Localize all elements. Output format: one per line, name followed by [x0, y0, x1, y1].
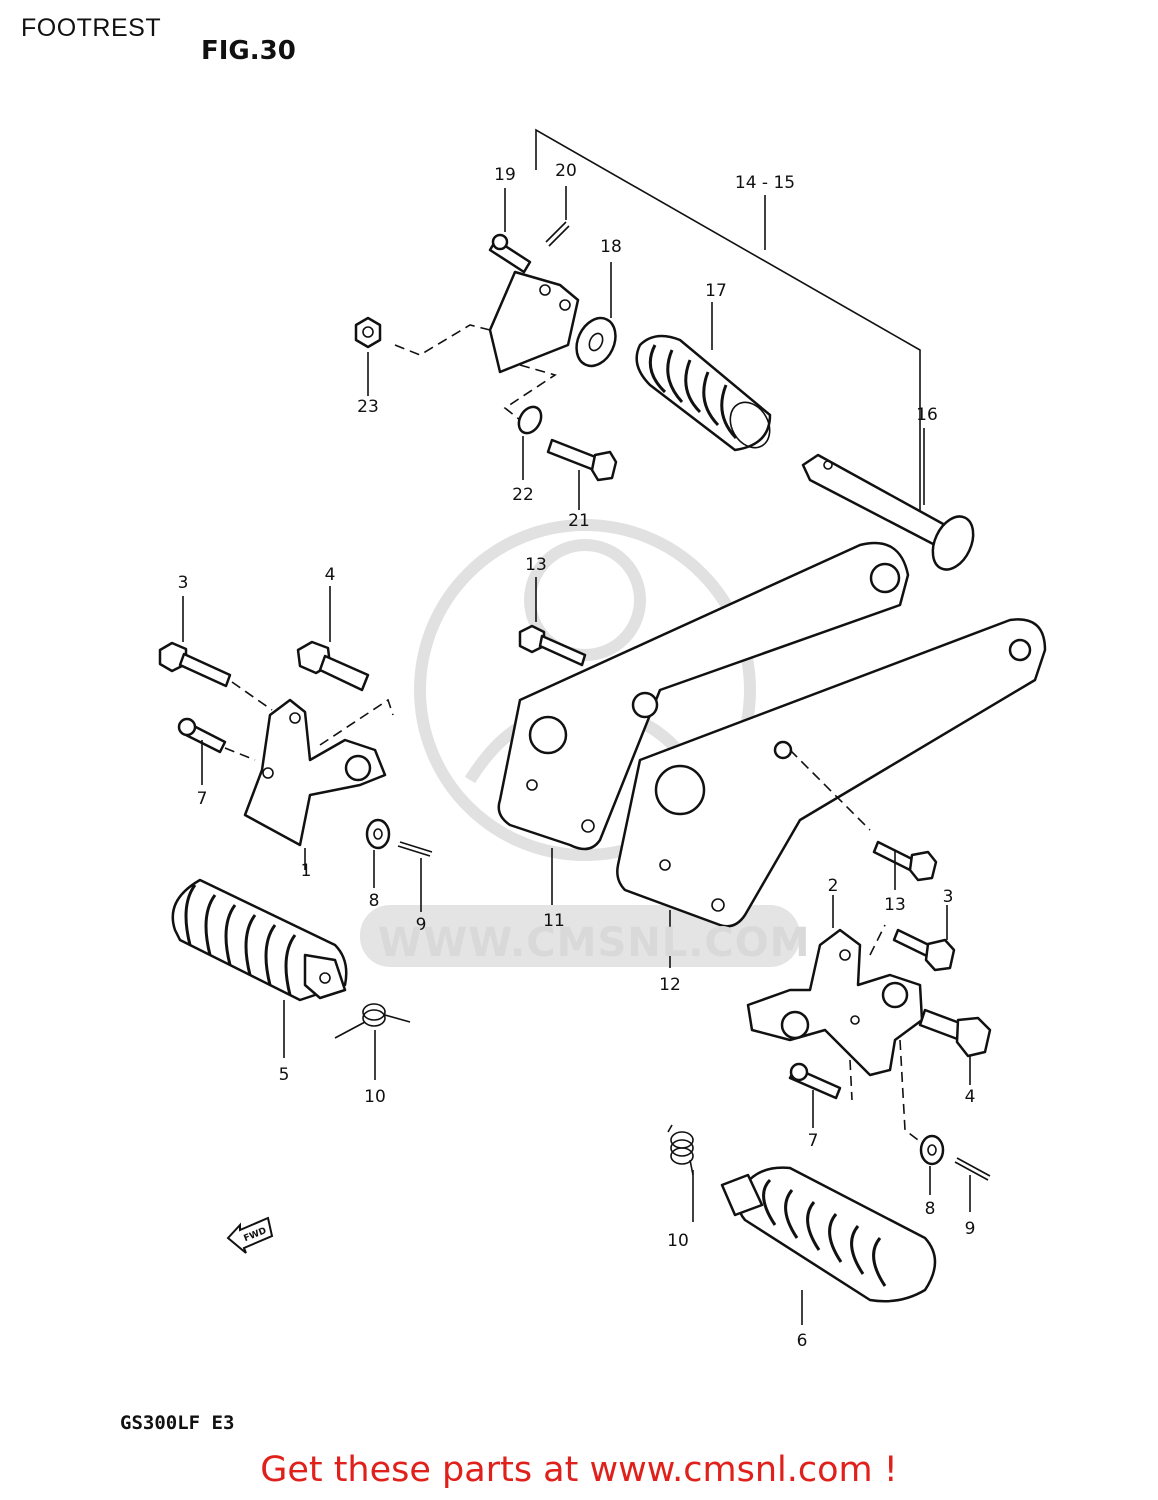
- callout-10-left: 10: [364, 1087, 386, 1107]
- part-22-lock-washer: [517, 405, 543, 480]
- callout-2: 2: [828, 876, 839, 896]
- part-13-bolt-upper: [518, 577, 587, 667]
- callout-12: 12: [659, 975, 681, 995]
- part-17-footrest-rubber: [635, 302, 772, 452]
- callout-23: 23: [357, 397, 379, 417]
- part-16-pivot-pin: [801, 428, 975, 571]
- part-4-bolt-right: [918, 1008, 992, 1085]
- callout-3-right: 3: [943, 887, 954, 907]
- parts-cta-link[interactable]: Get these parts at www.cmsnl.com !: [260, 1450, 898, 1490]
- callout-1: 1: [301, 861, 312, 881]
- callout-9-right: 9: [965, 1219, 976, 1239]
- callout-22: 22: [512, 485, 534, 505]
- part-10-spring-left: [334, 1003, 411, 1080]
- callout-7-right: 7: [808, 1131, 819, 1151]
- forward-direction-arrow-icon: FWD: [226, 1216, 274, 1254]
- kit-bracket-14-15: [535, 128, 921, 515]
- figure-label: FIG.30: [201, 36, 296, 66]
- part-19-clevis-pin: [488, 188, 532, 274]
- part-12-footrest-bracket-right: [616, 618, 1047, 968]
- callout-7-left: 7: [197, 789, 208, 809]
- callout-8-left: 8: [369, 891, 380, 911]
- part-8-washer-left: [365, 818, 391, 888]
- part-13-bolt-lower: [789, 749, 938, 890]
- callout-6: 6: [797, 1331, 808, 1351]
- callout-4-left: 4: [325, 565, 336, 585]
- callout-18: 18: [600, 237, 622, 257]
- callout-11: 11: [543, 911, 565, 931]
- part-3-bolt-right: [892, 905, 956, 972]
- part-4-bolt-left: [296, 586, 394, 746]
- callout-13-upper: 13: [525, 555, 547, 575]
- callout-labels: 1 2 3 3 4 4 5 6 7 7 8 8 9 9 10 10 11 12 …: [178, 161, 976, 1351]
- part-6-footrest-rubber-right: [720, 1166, 937, 1325]
- callout-8-right: 8: [925, 1199, 936, 1219]
- callout-20: 20: [555, 161, 577, 181]
- callout-19: 19: [494, 165, 516, 185]
- part-9-cotter-pin-right: [954, 1157, 991, 1212]
- part-2-footrest-hanger-right: [746, 895, 924, 1141]
- part-7-pin-left: [177, 717, 256, 785]
- callout-14-15: 14 - 15: [735, 173, 795, 193]
- callout-5: 5: [279, 1065, 290, 1085]
- part-7-pin-right: [788, 1062, 842, 1128]
- part-1-footrest-hanger-left: [243, 698, 387, 870]
- header-title: FOOTREST: [21, 14, 162, 42]
- part-20-cotter-pin: [545, 186, 570, 247]
- callout-4-right: 4: [965, 1087, 976, 1107]
- part-3-bolt-left: [158, 596, 273, 711]
- watermark-url: WWW.CMSNL.COM: [378, 920, 811, 966]
- upper-footrest-bracket: [394, 270, 580, 421]
- callout-13-lower: 13: [884, 895, 906, 915]
- part-21-bolt: [546, 438, 618, 510]
- callout-21: 21: [568, 511, 590, 531]
- model-code: GS300LF E3: [120, 1412, 235, 1434]
- part-23-nut: [354, 316, 382, 396]
- callout-16: 16: [916, 405, 938, 425]
- callout-10-right: 10: [667, 1231, 689, 1251]
- part-11-footrest-bracket-left: [497, 541, 910, 905]
- part-9-cotter-pin-left: [397, 841, 433, 912]
- part-8-washer-right: [919, 1134, 945, 1195]
- callout-9-left: 9: [416, 915, 427, 935]
- part-10-spring-right: [667, 1124, 694, 1222]
- part-18-washer: [575, 262, 617, 368]
- part-5-footrest-rubber-left: [171, 878, 348, 1058]
- callout-17: 17: [705, 281, 727, 301]
- callout-3-left: 3: [178, 573, 189, 593]
